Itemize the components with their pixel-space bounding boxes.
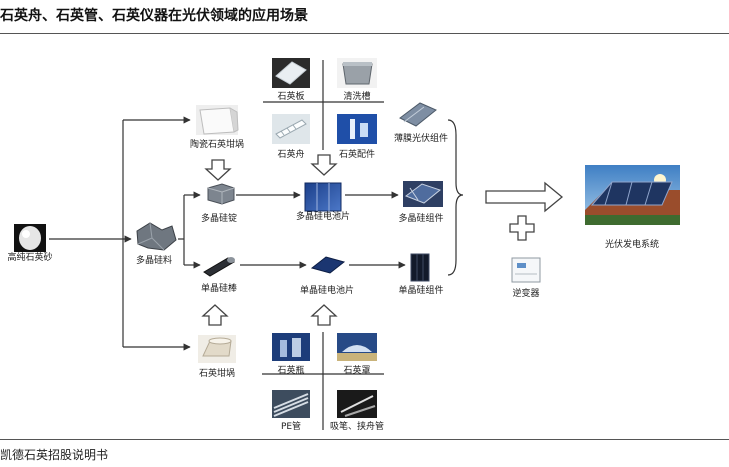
quartz-crucible-icon [198, 335, 236, 363]
label-suction-pen: 吸笔、挟舟管 [330, 420, 384, 432]
label-ceramic-crucible: 陶瓷石英坩埚 [190, 138, 244, 150]
pv-system-icon [585, 165, 680, 225]
hollow-arrow-crucible-to-mono-rod [201, 304, 229, 326]
label-poly-feedstock: 多晶硅料 [136, 254, 172, 266]
label-mono-cell: 单晶硅电池片 [300, 284, 354, 296]
connector-lines [49, 60, 406, 430]
label-quartz-sand: 高纯石英砂 [7, 251, 52, 263]
label-quartz-cover: 石英罩 [343, 364, 370, 376]
quartz-bottle-icon [272, 333, 310, 361]
quartz-boat-icon [272, 114, 310, 144]
mono-cell-icon [310, 256, 346, 274]
label-quartz-parts: 石英配件 [339, 148, 375, 160]
hollow-arrow-ceramic-to-ingot [204, 159, 232, 181]
label-mono-module: 单晶硅组件 [398, 284, 443, 296]
source-note: 凯德石英招股说明书 [0, 448, 109, 462]
label-mono-rod: 单晶硅棒 [201, 282, 237, 294]
ceramic-crucible-icon [196, 105, 239, 135]
label-thin-film-module: 薄膜光伏组件 [394, 132, 448, 144]
inverter-icon [511, 257, 541, 283]
cleaning-tank-icon [337, 58, 377, 88]
suction-pen-icon [337, 390, 377, 418]
label-inverter: 逆变器 [512, 287, 539, 299]
label-poly-module: 多晶硅组件 [398, 212, 443, 224]
label-quartz-boat: 石英舟 [277, 148, 304, 160]
figure-title: 石英舟、石英管、石英仪器在光伏领域的应用场景 [0, 8, 308, 24]
thin-film-module-icon [399, 102, 437, 127]
footer-divider [0, 439, 729, 440]
label-pe-tube: PE管 [281, 420, 301, 432]
node-labels: 高纯石英砂 多晶硅料 陶瓷石英坩埚 多晶硅锭 单晶硅棒 石英坩埚 石英板 清洗槽… [7, 90, 659, 432]
label-quartz-bottle: 石英瓶 [277, 364, 304, 376]
pe-tube-icon [272, 390, 310, 418]
poly-feedstock-icon [136, 222, 177, 251]
hollow-arrow-to-pv-system [485, 181, 564, 213]
hollow-arrows [201, 154, 564, 326]
label-cleaning-tank: 清洗槽 [343, 90, 370, 102]
poly-module-icon [403, 181, 443, 207]
label-quartz-plate: 石英板 [277, 90, 304, 102]
plus-sign [509, 215, 535, 241]
quartz-sand-icon [14, 224, 46, 252]
label-quartz-crucible: 石英坩埚 [199, 367, 235, 379]
hollow-arrow-lower-tools-to-mono-cell [310, 304, 338, 326]
label-poly-ingot: 多晶硅锭 [201, 212, 237, 224]
module-group-brace [447, 119, 464, 276]
hollow-arrow-upper-tools-to-poly-cell [310, 154, 338, 176]
label-pv-system: 光伏发电系统 [605, 238, 659, 250]
mono-rod-icon [203, 257, 235, 277]
poly-ingot-icon [207, 183, 235, 205]
label-poly-cell: 多晶硅电池片 [296, 210, 350, 222]
title-divider [0, 33, 729, 34]
quartz-parts-icon [337, 114, 377, 144]
quartz-plate-icon [272, 58, 310, 88]
poly-cell-icon [304, 182, 342, 212]
mono-module-icon [410, 253, 430, 282]
quartz-cover-icon [337, 333, 377, 361]
